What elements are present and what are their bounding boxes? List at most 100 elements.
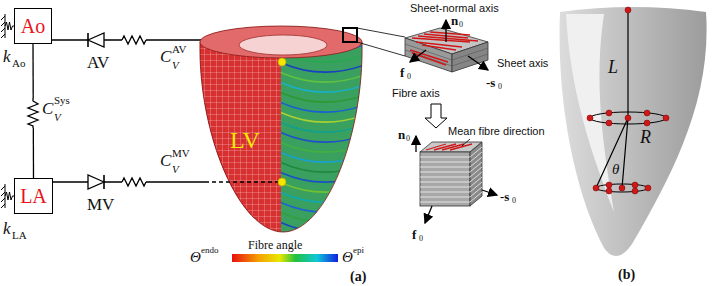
- zoom-marker: [343, 28, 405, 56]
- label-text: MV: [172, 148, 190, 159]
- ventricle-model: [281, 66, 372, 82]
- label-text: V: [54, 112, 61, 123]
- wire: [52, 175, 205, 189]
- ventricle-model: [281, 186, 372, 202]
- ventricle-model: [281, 176, 372, 192]
- landmark-dot: [644, 110, 650, 116]
- label-text: C: [160, 48, 171, 65]
- landmark-dot: [625, 115, 631, 121]
- ventricle-model: [281, 56, 372, 72]
- sheet-stack: [420, 147, 482, 202]
- wire: [52, 181, 205, 182]
- ventricle-geometry: [560, 7, 707, 256]
- diode-symbol: [87, 33, 89, 47]
- sheet-stack: [426, 144, 472, 150]
- diode-symbol: [88, 175, 104, 189]
- axis-arrow: [415, 136, 416, 152]
- label-text: (a): [350, 270, 366, 284]
- ventricle-geometry: [596, 184, 648, 192]
- sheet-block: [405, 44, 488, 66]
- compartment-box: Ao: [14, 8, 52, 44]
- zoom-marker: [343, 28, 357, 42]
- compartment-name: Ao: [21, 16, 45, 36]
- label-text: V: [172, 60, 179, 71]
- label-text: Sys: [54, 95, 70, 106]
- label-text: Mean fibre direction: [448, 126, 545, 137]
- ventricle-geometry: [590, 112, 666, 124]
- landmark-dot: [587, 7, 669, 194]
- compartment-name: LA: [20, 186, 47, 206]
- label-text: Fibre axis: [392, 88, 440, 99]
- resistor-symbol: [26, 98, 40, 128]
- label-text: 0: [419, 235, 423, 243]
- axis-arrow: [410, 50, 426, 62]
- label-text: n: [451, 14, 458, 27]
- label-text: LV: [230, 128, 260, 152]
- label-text: V: [172, 164, 179, 175]
- landmark-dot: [663, 115, 669, 121]
- axis-arrow: [445, 20, 446, 42]
- ventricle-model: [281, 116, 372, 132]
- landmark-dot: [606, 110, 612, 116]
- landmark-dot: [587, 115, 593, 121]
- diode-symbol: [88, 33, 104, 47]
- label-text: Θ: [342, 250, 353, 265]
- label-text: LA: [12, 230, 27, 241]
- ventricle-model: [200, 42, 362, 232]
- label-text: L: [608, 58, 618, 76]
- sheet-stack: [420, 139, 482, 206]
- ventricle-model: [281, 146, 372, 162]
- label-text: epi: [353, 246, 364, 255]
- label-text: R: [640, 128, 651, 146]
- landmark-dot: [606, 188, 612, 194]
- spring-symbol: [5, 22, 14, 30]
- ventricle-model: [281, 106, 372, 122]
- ventricle-model: [281, 76, 372, 92]
- label-text: 0: [459, 21, 463, 29]
- label-text: C: [42, 100, 53, 117]
- axis-arrow: [425, 206, 432, 223]
- ventricle-model: [281, 156, 372, 172]
- label-text: -s: [500, 190, 509, 203]
- sheet-block: [412, 32, 478, 50]
- label-text: θ: [612, 162, 619, 177]
- resistor-symbol: [26, 98, 40, 128]
- landmark-dot: [619, 185, 625, 191]
- attachment-point: [278, 58, 286, 66]
- zoom-marker: [357, 28, 405, 56]
- label-text: Sheet-normal axis: [410, 3, 499, 14]
- attachment-point: [278, 178, 286, 186]
- spring-symbol: [1, 14, 14, 208]
- spring-symbol: [5, 192, 14, 200]
- label-text: Θ: [190, 250, 201, 265]
- label-text: MV: [87, 196, 114, 213]
- transform-arrow: [425, 104, 447, 128]
- landmark-dot: [625, 7, 631, 13]
- axis-arrow: [416, 136, 497, 223]
- label-text: -s: [486, 76, 495, 89]
- axis-arrow: [410, 20, 488, 70]
- ventricle-model: [281, 206, 372, 222]
- landmark-dot: [632, 188, 638, 194]
- label-text: endo: [201, 246, 219, 255]
- label-text: n: [398, 128, 405, 141]
- ventricle-model: [195, 20, 372, 240]
- label-text: Ao: [12, 58, 25, 69]
- label-text: f: [400, 66, 404, 79]
- label-text: Sheet axis: [497, 58, 548, 69]
- axis-arrow: [482, 190, 497, 195]
- label-text: f: [412, 228, 416, 241]
- resistor-symbol: [122, 36, 146, 44]
- label-text: 0: [498, 83, 502, 91]
- label-text: 0: [512, 197, 516, 205]
- landmark-dot: [644, 120, 650, 126]
- label-text: k: [3, 220, 11, 237]
- label-text: AV: [87, 54, 109, 71]
- axis-arrow: [468, 56, 488, 70]
- wire: [205, 181, 278, 182]
- landmark-dot: [645, 185, 651, 191]
- ventricle-model: [281, 166, 372, 182]
- ventricle-model: [195, 20, 372, 240]
